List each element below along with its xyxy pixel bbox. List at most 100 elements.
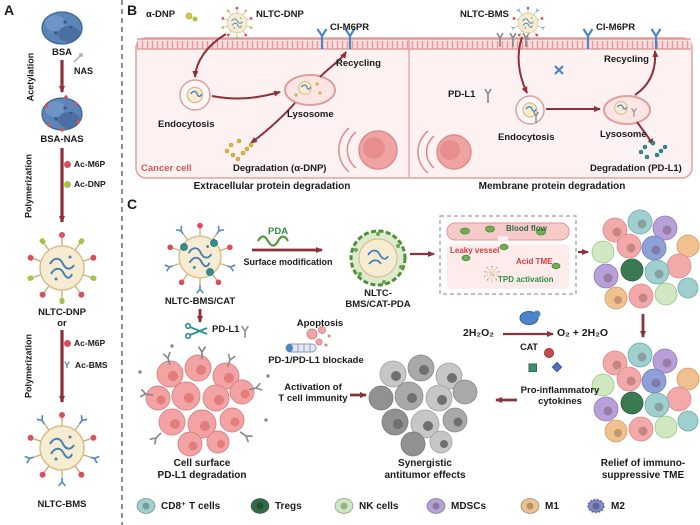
acetylation-label: Acetylation (25, 52, 36, 102)
apoptosis-label: Apoptosis (296, 318, 344, 329)
ac-dnp: Ac-DNP (64, 179, 106, 189)
nltc-dnp-particle (27, 232, 97, 304)
nltc-bms-cat-particle (165, 223, 236, 293)
legend-item-m2: M2 (586, 498, 625, 514)
recycling-right-label: Recycling (604, 54, 649, 65)
nltc-dnp-label: NLTC-DNP (38, 307, 86, 318)
panel-a-label: A (4, 2, 15, 18)
surface-modification-label: Surface modification (243, 257, 333, 267)
tumor-mass-pink (145, 354, 255, 457)
tme-mass-relieved (591, 342, 700, 443)
scissors-icon (184, 322, 208, 340)
cat-enzyme-marks (180, 239, 218, 276)
degradation-arrow-left (250, 102, 296, 144)
delivery-inset (439, 215, 577, 295)
panel-c-art (138, 209, 700, 457)
ac-bms: Ac-BMS (64, 360, 108, 370)
pda-squiggle (257, 235, 289, 247)
treg-cell-icon (250, 498, 270, 514)
nltc-bms-particle (25, 412, 99, 486)
m2-macrophage-icon (587, 498, 605, 514)
leaky-vessel-label: Leaky vessel (450, 246, 500, 255)
lysosome-right-label: Lysosome (600, 129, 647, 140)
nucleus-er-left (338, 127, 398, 173)
cleaved-pdl1-icon (240, 325, 250, 339)
recycling-arrow-right (634, 50, 659, 96)
nltc-bms-cat-label: NLTC-BMS/CAT (164, 296, 236, 307)
tumor-mass-gray (368, 354, 478, 457)
legend-label: Tregs (275, 500, 302, 512)
m6p-icon (64, 339, 71, 347)
endocytosis-arrow-right (517, 36, 528, 94)
cd8-t-cell-icon (136, 498, 156, 514)
t-cell-activation-label: Activation of T cell immunity (278, 382, 348, 405)
or-label: or (57, 318, 67, 329)
pd-l1-b-label: PD-L1 (448, 89, 476, 100)
bsa-label: BSA (51, 47, 73, 58)
acid-tme-label: Acid TME (516, 257, 553, 266)
alpha-dnp-icon (185, 12, 198, 22)
polymerization-2-label: Polymerization (23, 333, 34, 399)
blood-flow-label: Blood flow (506, 224, 547, 233)
recycling-arrow-left (319, 51, 347, 78)
bsa-nas-label: BSA-NAS (40, 134, 84, 145)
nltc-bms-b-label: NLTC-BMS (460, 9, 509, 20)
panel-b-art (135, 7, 693, 179)
caption-gray-mass: Synergistic antitumor effects (384, 458, 466, 481)
degradation-dnp-label: Degradation (α-DNP) (233, 163, 327, 174)
legend-item-nk: NK cells (334, 498, 398, 514)
blockade-label: PD-1/PD-L1 blockade (268, 355, 364, 366)
endocytosis-right-label: Endocytosis (498, 132, 555, 143)
h2o2-label: 2H₂O₂ (463, 327, 494, 339)
pd1-pdl1-blockade-icon (285, 343, 317, 353)
legend-item-cd8: CD8⁺ T cells (136, 498, 220, 514)
legend-label: MDSCs (451, 500, 487, 512)
pda-label: PDA (268, 226, 289, 237)
dnp-icon (64, 180, 71, 188)
legend-item-mdscs: MDSCs (426, 498, 486, 514)
pd-l1-c-label: PD-L1 (212, 324, 240, 335)
cytokines-label: Pro-inflammatory cytokines (520, 385, 600, 408)
cytokine-icons (528, 348, 563, 373)
bsa-blob (41, 11, 83, 45)
lysosome-left-label: Lysosome (287, 109, 334, 120)
cancer-cell-body (135, 37, 693, 179)
nk-cell-icon (334, 498, 354, 514)
apoptosis-icon (306, 326, 331, 348)
nas-label: NAS (74, 66, 94, 76)
legend-label: NK cells (359, 500, 399, 512)
legend-label: CD8⁺ T cells (161, 500, 221, 512)
endocytosis-arrow-left (192, 33, 227, 78)
legend-label: M2 (611, 500, 625, 512)
circulating-cells (460, 225, 561, 270)
ci-m6pr-left-label: CI-M6PR (330, 22, 370, 33)
to-lysosome-arrow-left (211, 90, 281, 100)
cat-label: CAT (520, 342, 538, 352)
m1-macrophage-icon (520, 498, 540, 514)
blocked-cross-icon (554, 65, 564, 75)
tpd-activation-label: TPD activation (498, 275, 554, 284)
tme-mass-top (591, 209, 700, 310)
nltc-bms-label: NLTC-BMS (37, 499, 87, 510)
legend-item-m1: M1 (520, 498, 559, 514)
recycling-left-label: Recycling (336, 58, 381, 69)
bsa-nas-blob (41, 95, 83, 132)
ac-m6p-1: Ac-M6P (64, 159, 105, 169)
panel-a-art (25, 11, 99, 486)
panel-c-label: C (127, 196, 138, 212)
caption-pink-mass: Cell surface PD-L1 degradation (157, 458, 247, 481)
ci-m6pr-right-label: CI-M6PR (596, 22, 636, 33)
nltc-bms-cat-pda-particle (349, 229, 407, 287)
nltc-bms-particle-b (511, 7, 544, 40)
o2-h2o-label: O₂ + 2H₂O (557, 327, 609, 339)
caption-extracellular: Extracellular protein degradation (193, 181, 351, 192)
endocytosis-left-label: Endocytosis (158, 119, 215, 130)
nltc-bms-cat-pda-label: NLTC- BMS/CAT-PDA (345, 288, 411, 311)
degraded-pdl1-dots (638, 140, 668, 160)
panel-b-label: B (127, 2, 138, 18)
cell-membrane (137, 39, 691, 49)
cat-enzyme-icon (519, 310, 541, 325)
alpha-dnp-label: α-DNP (146, 9, 176, 20)
